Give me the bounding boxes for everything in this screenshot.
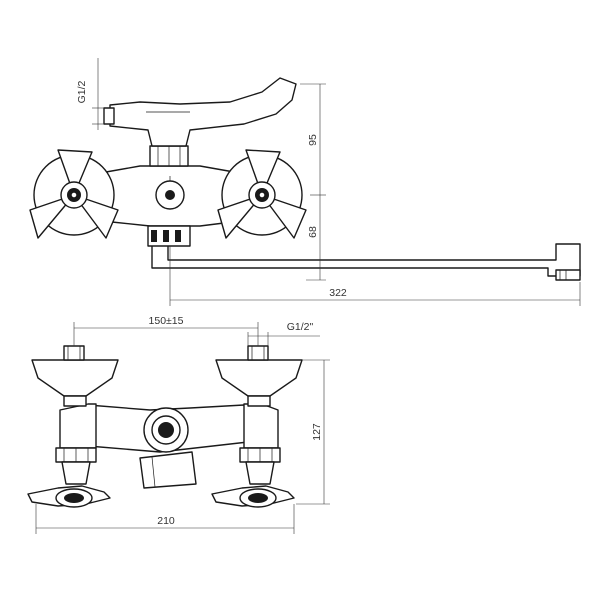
spout-tip [555,269,581,281]
dimension-bottom-height: 127 [296,359,330,505]
dimension-spout-height: 68 [306,195,326,281]
dimension-bottom-width: 210 [35,504,295,534]
label-bottom-spacing: 150±15 [149,315,184,327]
thread-stub [103,107,115,125]
label-bottom-thread: G1/2" [287,321,314,333]
label-spout-height: 68 [307,226,319,238]
front-left-handle [31,345,119,407]
label-top-height: 95 [307,134,319,146]
label-bottom-width: 210 [157,515,175,527]
spout [151,231,581,277]
front-spout-stub [139,451,197,489]
bottom-view: 150±15 G1/2" 127 210 [27,315,330,534]
top-view: G1/2 95 68 322 [29,58,581,306]
label-spout-length: 322 [329,287,347,299]
label-top-thread: G1/2 [76,80,88,103]
dimension-bottom-spacing: 150±15 [73,315,259,346]
dimension-bottom-thread: G1/2" [247,321,320,346]
dimension-top-thread: G1/2 [76,58,104,130]
dimension-top-height: 95 [300,83,326,196]
front-right-handle [215,345,303,407]
front-left-column [27,403,111,508]
shower-outlet [109,77,297,147]
left-handle [29,149,119,239]
label-bottom-height: 127 [311,423,323,441]
right-handle [217,149,307,239]
dimension-spout-length: 322 [169,246,581,306]
